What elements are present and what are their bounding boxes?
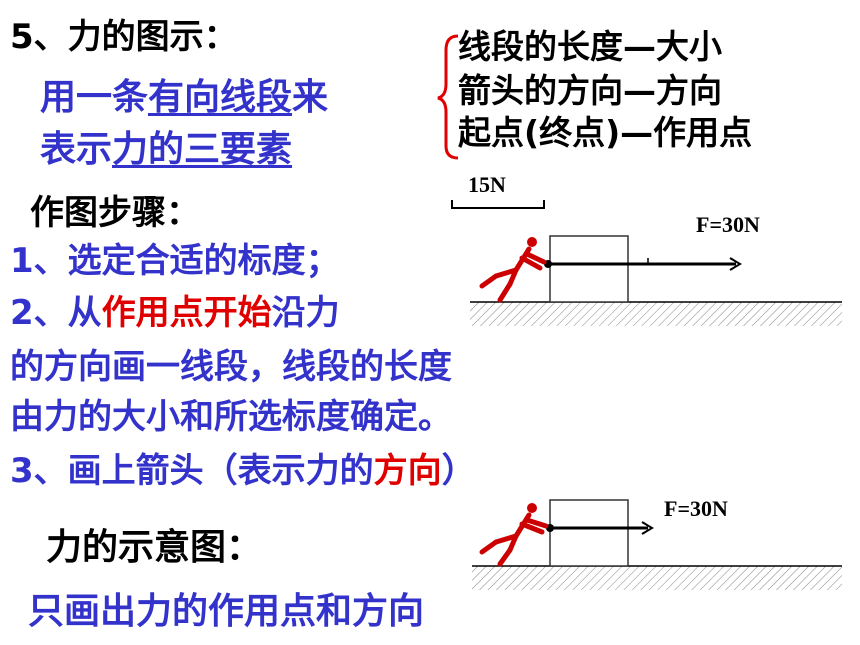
step-2: 2、从作用点开始沿力 (10, 296, 340, 330)
step-3-highlight: 方向 (373, 451, 442, 491)
mapping-line-length: 线段的长度—大小 (458, 27, 722, 66)
step-2-prefix: 2、从 (10, 293, 102, 333)
step-3: 3、画上箭头（表示力的方向） (10, 454, 476, 488)
intro-underlined-text: 有向线段 (148, 77, 293, 118)
intro-text: 用一条 (40, 77, 149, 118)
sketch-description: 只画出力的作用点和方向 (28, 591, 425, 632)
runner-figure-1 (479, 237, 547, 303)
step-3-suffix: ） (441, 451, 476, 491)
intro-text: 表示 (40, 129, 113, 170)
step-2-line-3: 由力的大小和所选标度确定。 (10, 397, 452, 437)
section-heading: 5、力的图示： (10, 17, 238, 57)
intro-line-1: 用一条有向线段来 (40, 80, 328, 116)
ground-1 (470, 302, 842, 326)
intro-line-2: 表示力的三要素 (40, 132, 292, 168)
box-2 (549, 499, 629, 567)
steps-title: 作图步骤： (30, 193, 200, 233)
red-bracket (437, 34, 459, 160)
runner-figure-2 (479, 503, 549, 567)
step-1: 1、选定合适的标度； (10, 241, 340, 281)
ground-2 (472, 566, 842, 590)
intro-text: 来 (292, 77, 329, 118)
force-label-1: F=30N (696, 212, 760, 237)
scale-bar (451, 200, 545, 209)
mapping-line-direction: 箭头的方向—方向 (458, 71, 722, 110)
step-2-line-2: 的方向画一线段，线段的长度 (10, 347, 452, 387)
step-2-suffix: 沿力 (271, 293, 340, 333)
step-2-highlight: 作用点开始 (101, 293, 272, 333)
sketch-title: 力的示意图： (46, 527, 263, 568)
force-arrow-2-head (641, 521, 654, 535)
box-1 (549, 235, 629, 303)
scale-label: 15N (468, 172, 506, 197)
force-arrow-1-head (729, 257, 742, 271)
force-label-2: F=30N (664, 496, 728, 521)
mapping-line-origin: 起点(终点)—作用点 (458, 113, 753, 152)
step-3-prefix: 3、画上箭头（表示力的 (10, 451, 374, 491)
intro-underlined-text: 力的三要素 (112, 129, 293, 170)
